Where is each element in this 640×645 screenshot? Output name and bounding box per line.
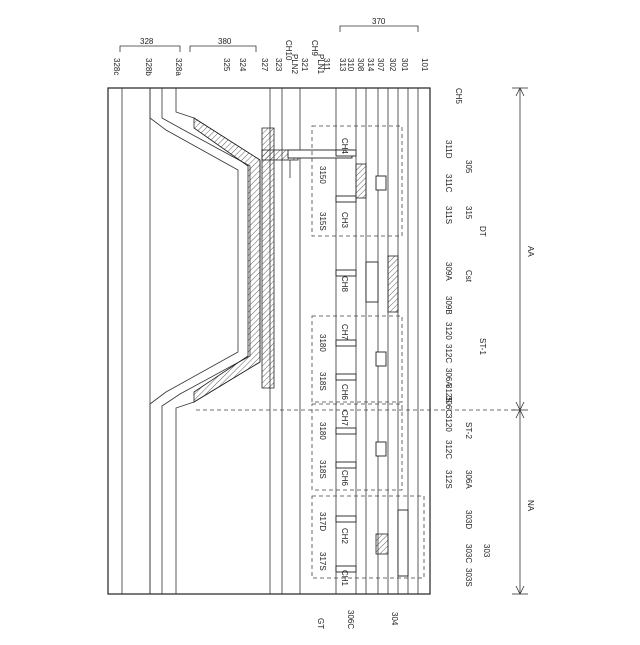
top-brackets: 328 380 370 xyxy=(120,17,418,52)
top-label-5: 327 xyxy=(260,58,269,72)
right-label-23: 303 xyxy=(482,544,491,558)
right-label-17: 312S xyxy=(444,470,453,489)
top-label-15: 308 xyxy=(356,58,365,72)
top-label-19: 301 xyxy=(400,58,409,72)
right-label-2: 311C xyxy=(444,174,453,193)
bracket-328: 328 xyxy=(140,37,154,46)
inner-label-1: CH4 xyxy=(340,138,349,155)
inner-label-10: 3180 xyxy=(318,422,327,440)
label-304: 304 xyxy=(390,612,399,626)
right-label-9: 3120 xyxy=(444,322,453,340)
inner-label-12: 318S xyxy=(318,460,327,479)
region-markers: AA NA xyxy=(512,88,535,594)
top-label-6: 323 xyxy=(274,58,283,72)
right-label-16: ST-2 xyxy=(464,422,473,439)
top-label-1: 328b xyxy=(144,58,153,76)
right-label-15: 312C xyxy=(444,440,453,459)
inner-label-5: CH8 xyxy=(340,276,349,293)
top-labels: 328c328b328a325324327323CH10PLN2321CH9PL… xyxy=(112,40,429,76)
inner-label-14: 317D xyxy=(318,512,327,531)
right-label-13: ST-1 xyxy=(478,338,487,355)
inner-label-6: 3180 xyxy=(318,334,327,352)
bracket-370: 370 xyxy=(372,17,386,26)
right-label-10: 312C xyxy=(444,344,453,363)
top-label-13: 313 xyxy=(338,58,347,72)
inner-label-3: 315S xyxy=(318,212,327,231)
inner-label-13: CH6 xyxy=(340,470,349,487)
top-label-16: 314 xyxy=(366,58,375,72)
top-label-17: 307 xyxy=(376,58,385,72)
inner-label-11: CH7 xyxy=(340,410,349,427)
inner-label-16: 317S xyxy=(318,552,327,571)
top-label-3: 325 xyxy=(222,58,231,72)
right-label-19: 306C xyxy=(444,396,453,415)
top-label-4: 324 xyxy=(238,58,247,72)
right-label-1: 305 xyxy=(464,160,473,174)
right-label-18: 306A xyxy=(464,470,473,489)
top-label-9: 321 xyxy=(300,58,309,72)
right-labels: 311D 305 311C 311S 315DT 309A Cst 309B 3120 312C 3… xyxy=(444,140,491,587)
right-label-22: 303S xyxy=(464,568,473,587)
bottom-labels: GT 306C 304 xyxy=(316,610,399,629)
inner-label-7: CH7 xyxy=(340,324,349,341)
top-label-20: 101 xyxy=(420,58,429,72)
inner-label-2: 3150 xyxy=(318,166,327,184)
right-label-4: 315 xyxy=(464,206,473,220)
inner-labels: CH5CH43150315SCH3CH83180CH7318SCH63180CH… xyxy=(318,88,463,587)
top-label-18: 302 xyxy=(388,58,397,72)
top-label-12: 311 xyxy=(322,58,331,71)
top-label-8: PLN2 xyxy=(290,54,299,75)
inner-label-0: CH5 xyxy=(454,88,463,105)
label-306c: 306C xyxy=(346,610,355,629)
top-label-0: 328c xyxy=(112,58,121,75)
inner-label-4: CH3 xyxy=(340,212,349,229)
bracket-380: 380 xyxy=(218,37,232,46)
label-gt: GT xyxy=(316,618,325,629)
right-label-8: 309B xyxy=(444,296,453,315)
inner-label-8: 318S xyxy=(318,372,327,391)
top-label-2: 328a xyxy=(174,58,183,76)
top-label-14: 310 xyxy=(346,58,355,72)
right-label-6: 309A xyxy=(444,262,453,281)
right-label-14: 3120 xyxy=(444,414,453,432)
right-label-21: 303C xyxy=(464,544,473,563)
right-label-7: Cst xyxy=(464,270,473,283)
encapsulation-layers xyxy=(150,88,274,594)
right-label-5: DT xyxy=(478,226,487,237)
right-label-3: 311S xyxy=(444,206,453,224)
region-na: NA xyxy=(526,500,535,512)
right-label-20: 303D xyxy=(464,510,473,529)
inner-label-9: CH6 xyxy=(340,384,349,401)
inner-label-17: CH1 xyxy=(340,570,349,587)
region-aa: AA xyxy=(526,246,535,257)
right-label-0: 311D xyxy=(444,140,453,159)
inner-label-15: CH2 xyxy=(340,528,349,545)
